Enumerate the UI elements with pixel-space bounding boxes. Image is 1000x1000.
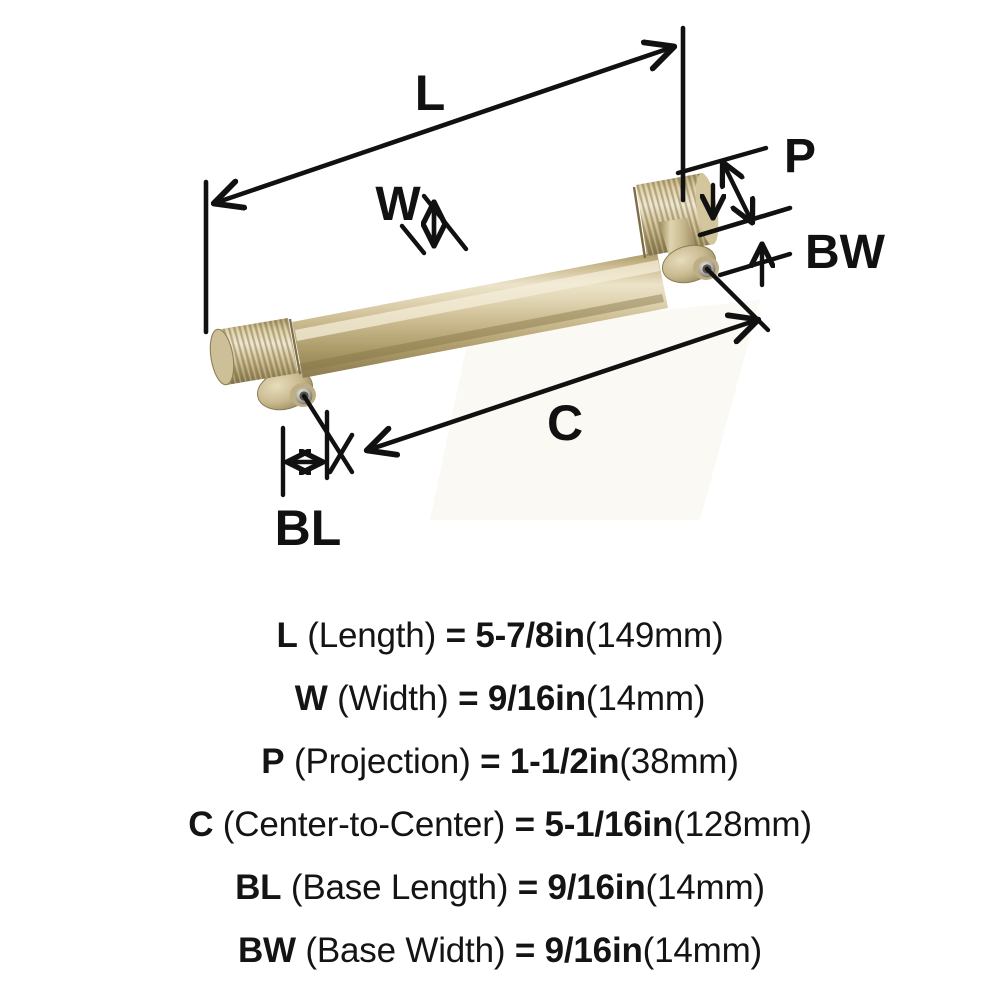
left-cap-collar (288, 318, 302, 375)
spec-name-P: (Projection) (293, 742, 471, 781)
spec-imperial-L: 5-7/8in (475, 616, 585, 655)
spec-code-L: L (276, 616, 298, 655)
dimension-label-P: P (784, 130, 816, 183)
spec-row-C: C (Center-to-Center) = 5-1/16in(128mm) (0, 793, 1000, 856)
spec-code-BW: BW (237, 931, 296, 970)
P-extension-upper (675, 145, 769, 176)
spec-code-C: C (188, 805, 214, 844)
spec-equals-P: = (480, 742, 501, 781)
spec-imperial-BW: 9/16in (544, 931, 643, 970)
dimension-label-C: C (547, 395, 583, 451)
spec-row-P: P (Projection) = 1-1/2in(38mm) (0, 730, 1000, 793)
W-extension-lower (399, 223, 427, 256)
L-dimension-line (215, 47, 673, 203)
dimension-label-BW: BW (805, 226, 886, 279)
spec-metric-P: (38mm) (619, 742, 739, 781)
spec-metric-BW: (14mm) (642, 931, 763, 970)
spec-metric-W: (14mm) (585, 679, 706, 718)
spec-code-P: P (261, 742, 285, 781)
spec-name-C: (Center-to-Center) (222, 805, 506, 844)
spec-name-BL: (Base Length) (290, 868, 509, 907)
spec-metric-L: (149mm) (584, 616, 724, 655)
spec-code-BL: BL (235, 868, 282, 907)
product-diagram: L W P BW (203, 25, 886, 556)
spec-equals-W: = (458, 679, 479, 718)
spec-metric-BL: (14mm) (645, 868, 766, 907)
BW-extension-lower (717, 251, 793, 278)
spec-equals-BW: = (514, 931, 536, 970)
spec-name-BW: (Base Width) (305, 931, 506, 970)
spec-equals-BL: = (517, 868, 538, 907)
spec-row-BL: BL (Base Length) = 9/16in(14mm) (0, 856, 1000, 919)
dimension-BW (697, 205, 793, 288)
dimension-spec-list: L (Length) = 5-7/8in(149mm) W (Width) = … (0, 604, 1000, 1000)
spec-equals-C: = (514, 805, 535, 844)
BW-extension-upper (697, 205, 793, 238)
dimension-label-L: L (415, 65, 446, 121)
dimension-W (399, 193, 469, 256)
spec-imperial-W: 9/16in (487, 679, 586, 718)
P-dimension-line (723, 163, 752, 222)
dimension-label-W: W (375, 178, 421, 231)
dimension-label-BL: BL (275, 500, 342, 556)
spec-equals-L: = (445, 616, 466, 655)
W-extension-upper (421, 193, 469, 252)
dimension-BL (280, 409, 330, 498)
spec-name-W: (Width) (337, 679, 449, 718)
diagram-canvas: L W P BW (203, 25, 886, 556)
spec-row-L: L (Length) = 5-7/8in(149mm) (0, 604, 1000, 667)
spec-name-L: (Length) (307, 616, 437, 655)
spec-code-W: W (294, 679, 328, 718)
left-knurl-texture (216, 318, 298, 385)
left-knurled-cap (209, 318, 302, 386)
spec-row-BW: BW (Base Width) = 9/16in(14mm) (0, 919, 1000, 982)
left-cap-face-outline (209, 328, 235, 386)
spec-imperial-P: 1-1/2in (509, 742, 620, 781)
spec-imperial-C: 5-1/16in (544, 805, 674, 844)
spec-imperial-BL: 9/16in (547, 868, 646, 907)
right-flange-outline (662, 244, 716, 284)
C-dimension-line (368, 320, 757, 450)
left-cap-face (210, 329, 234, 385)
spec-metric-C: (128mm) (673, 805, 812, 844)
spec-row-W: W (Width) = 9/16in(14mm) (0, 667, 1000, 730)
